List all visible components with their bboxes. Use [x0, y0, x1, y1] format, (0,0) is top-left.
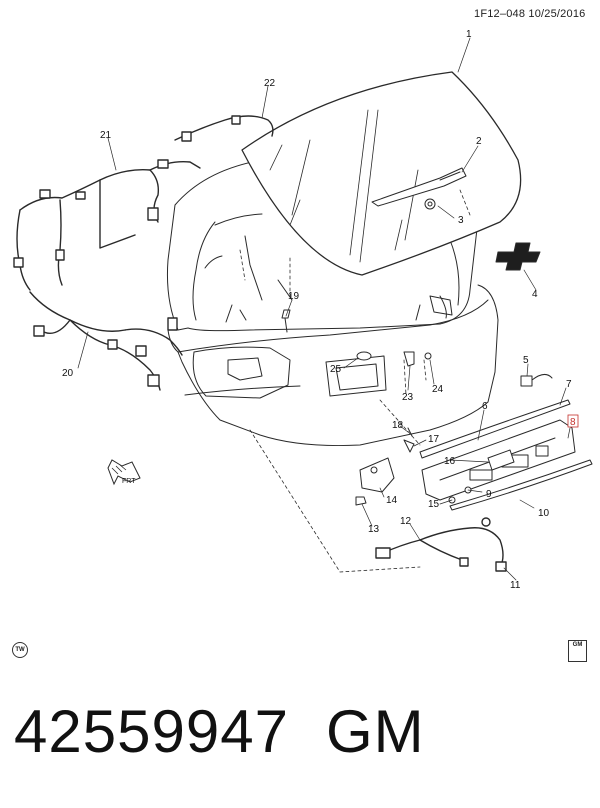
- diagram-reference-code: 1F12–048 10/25/2016: [474, 8, 586, 20]
- callout-numbers: 1 2 3 4 5 6 7 8 9 10 11 12 13 14 15 16 1…: [62, 29, 579, 591]
- callout-10: 10: [538, 508, 550, 519]
- callout-8: 8: [570, 417, 576, 428]
- rear-wiper-arm: [371, 167, 467, 210]
- callout-12: 12: [400, 516, 412, 527]
- callout-16: 16: [444, 456, 456, 467]
- lamp-5: [520, 374, 553, 387]
- callout-24: 24: [432, 384, 444, 395]
- front-direction-arrow: FRT: [107, 459, 141, 486]
- tw-mark-icon: TW: [12, 642, 28, 658]
- bracket-23: [403, 351, 415, 367]
- callout-4: 4: [532, 289, 538, 300]
- front-direction-label: FRT: [122, 478, 136, 485]
- callout-2: 2: [476, 136, 482, 147]
- molding-7: [419, 399, 571, 459]
- callout-5: 5: [523, 355, 529, 366]
- wiring-harness-20: [29, 291, 183, 391]
- nut-24: [424, 352, 432, 360]
- callout-8-frame: [567, 414, 579, 428]
- molding-10: [449, 459, 593, 511]
- callout-20: 20: [62, 368, 74, 379]
- callout-25: 25: [330, 364, 342, 375]
- callout-1: 1: [466, 29, 472, 40]
- callout-17: 17: [428, 434, 440, 445]
- rear-window-glass: [241, 71, 522, 276]
- callout-18: 18: [392, 420, 404, 431]
- bolt-13: [355, 496, 367, 506]
- liftgate-exploded-diagram: FRT 1 2 3 4 5 6 7 8 9 10 11 12 13 14 15 …: [13, 29, 593, 591]
- callout-11: 11: [510, 580, 521, 591]
- assembly-guide-lines: [239, 189, 471, 573]
- wiring-harness-21: [13, 159, 201, 291]
- clip-25: [356, 351, 372, 361]
- callout-13: 13: [368, 524, 380, 535]
- callout-23: 23: [402, 392, 414, 403]
- brand-name: GM: [326, 698, 425, 765]
- latch-14: [359, 457, 395, 493]
- callout-19: 19: [288, 291, 300, 302]
- callout-21: 21: [100, 130, 112, 141]
- bowtie-emblem: [495, 242, 541, 271]
- callout-14: 14: [386, 495, 398, 506]
- fastener-19: [281, 309, 291, 333]
- clip-17-18: [403, 427, 415, 453]
- wiring-harness-12: [375, 517, 507, 572]
- gm-logo-text: GM: [572, 642, 583, 648]
- wiring-harness-22: [174, 115, 274, 142]
- callout-15: 15: [428, 499, 440, 510]
- callout-9: 9: [486, 489, 492, 500]
- handle-switch-16: [487, 449, 515, 471]
- gm-logo-icon: GM: [568, 640, 587, 662]
- callout-leaders: [77, 37, 571, 581]
- callout-6: 6: [482, 401, 488, 412]
- callout-22: 22: [264, 78, 276, 89]
- callout-7: 7: [566, 379, 572, 390]
- callout-3: 3: [458, 215, 464, 226]
- part-number: 42559947: [14, 698, 289, 765]
